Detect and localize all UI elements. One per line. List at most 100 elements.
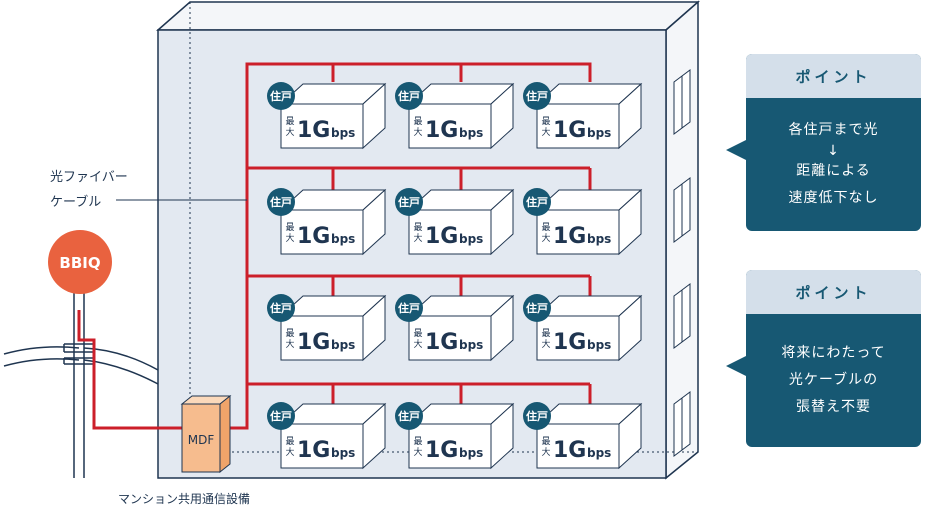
unit-max-bottom: 大 [285,446,294,458]
point-1-line-2: ↓ [827,143,840,159]
unit-badge [395,402,423,430]
point-body-1: 各住戸まで光 ↓ 距離による 速度低下なし [746,98,921,231]
unit-badge [523,294,551,322]
point-2-line-3: 張替え不要 [796,399,871,415]
unit-speed-unit: bps [331,446,355,460]
fiber-cables [77,62,592,430]
point-1-line-4: 速度低下なし [788,190,879,206]
point-box-2: ポイント 将来にわたって 光ケーブルの 張替え不要 [726,270,921,447]
unit-badge [523,82,551,110]
unit-badge [395,294,423,322]
unit-speed: 1G [425,438,458,463]
point-title-1: ポイント [746,54,921,98]
unit-badge-label: 住戸 [270,409,292,423]
unit-speed: 1G [553,118,586,143]
unit-speed: 1G [553,438,586,463]
unit-max-bottom: 大 [541,338,550,350]
unit-badge-label: 住戸 [526,301,548,315]
point-1-line-1: 各住戸まで光 [788,122,879,138]
unit-max-top: 最 [285,436,294,447]
unit-speed: 1G [553,224,586,249]
unit-badge-label: 住戸 [270,89,292,103]
fiber-label-line1: 光ファイバー [50,170,128,185]
unit-max-bottom: 大 [413,338,422,350]
unit-badge-label: 住戸 [270,195,292,209]
point-2-line-2: 光ケーブルの [788,372,879,388]
unit-speed-unit: bps [459,126,483,140]
unit-badge [395,188,423,216]
utility-pole [3,290,159,478]
unit-max-top: 最 [285,116,294,127]
unit-max-top: 最 [285,222,294,233]
unit-speed: 1G [425,224,458,249]
unit-max-top: 最 [285,328,294,339]
unit-speed-unit: bps [331,126,355,140]
unit-max-bottom: 大 [285,232,294,244]
isp-node: BBIQ [48,230,112,294]
unit-badge-label: 住戸 [270,301,292,315]
unit-badge-label: 住戸 [398,195,420,209]
unit-badge [267,294,295,322]
fiber-label-line2: ケーブル [50,195,102,210]
unit-badge [267,82,295,110]
unit-speed: 1G [553,330,586,355]
equipment-label: マンション共用通信設備 [118,492,251,506]
unit-max-bottom: 大 [285,338,294,350]
unit-badge-label: 住戸 [398,89,420,103]
unit-badge [267,188,295,216]
unit-max-bottom: 大 [285,126,294,138]
point-2-tail [726,356,746,376]
unit-speed-unit: bps [587,126,611,140]
unit-max-top: 最 [413,222,422,233]
unit-badge-label: 住戸 [526,409,548,423]
unit-speed: 1G [297,330,330,355]
unit-max-top: 最 [541,328,550,339]
unit-max-top: 最 [413,436,422,447]
unit-badge [395,82,423,110]
unit-speed-unit: bps [459,446,483,460]
unit-max-bottom: 大 [541,126,550,138]
isp-label: BBIQ [59,254,100,272]
point-box-1: ポイント 各住戸まで光 ↓ 距離による 速度低下なし [726,54,921,231]
unit-speed-unit: bps [459,338,483,352]
point-2-line-1: 将来にわたって [781,345,886,361]
unit-speed: 1G [425,118,458,143]
unit-speed-unit: bps [587,446,611,460]
unit-max-bottom: 大 [413,232,422,244]
point-1-tail [726,140,746,160]
unit-speed-unit: bps [331,232,355,246]
unit-speed: 1G [425,330,458,355]
unit-badge-label: 住戸 [526,89,548,103]
unit-badge-label: 住戸 [526,195,548,209]
point-title-2: ポイント [746,270,921,314]
unit-badge [267,402,295,430]
unit-max-bottom: 大 [413,126,422,138]
unit-speed: 1G [297,438,330,463]
unit-max-top: 最 [413,116,422,127]
unit-speed-unit: bps [587,338,611,352]
point-body-2: 将来にわたって 光ケーブルの 張替え不要 [746,314,921,447]
unit-max-top: 最 [541,116,550,127]
unit-max-bottom: 大 [541,446,550,458]
side-windows [673,69,691,457]
unit-speed-unit: bps [459,232,483,246]
unit-max-bottom: 大 [413,446,422,458]
unit-badge [523,188,551,216]
unit-max-top: 最 [541,436,550,447]
mdf-box: MDF [180,394,232,474]
unit-speed: 1G [297,224,330,249]
unit-speed-unit: bps [331,338,355,352]
